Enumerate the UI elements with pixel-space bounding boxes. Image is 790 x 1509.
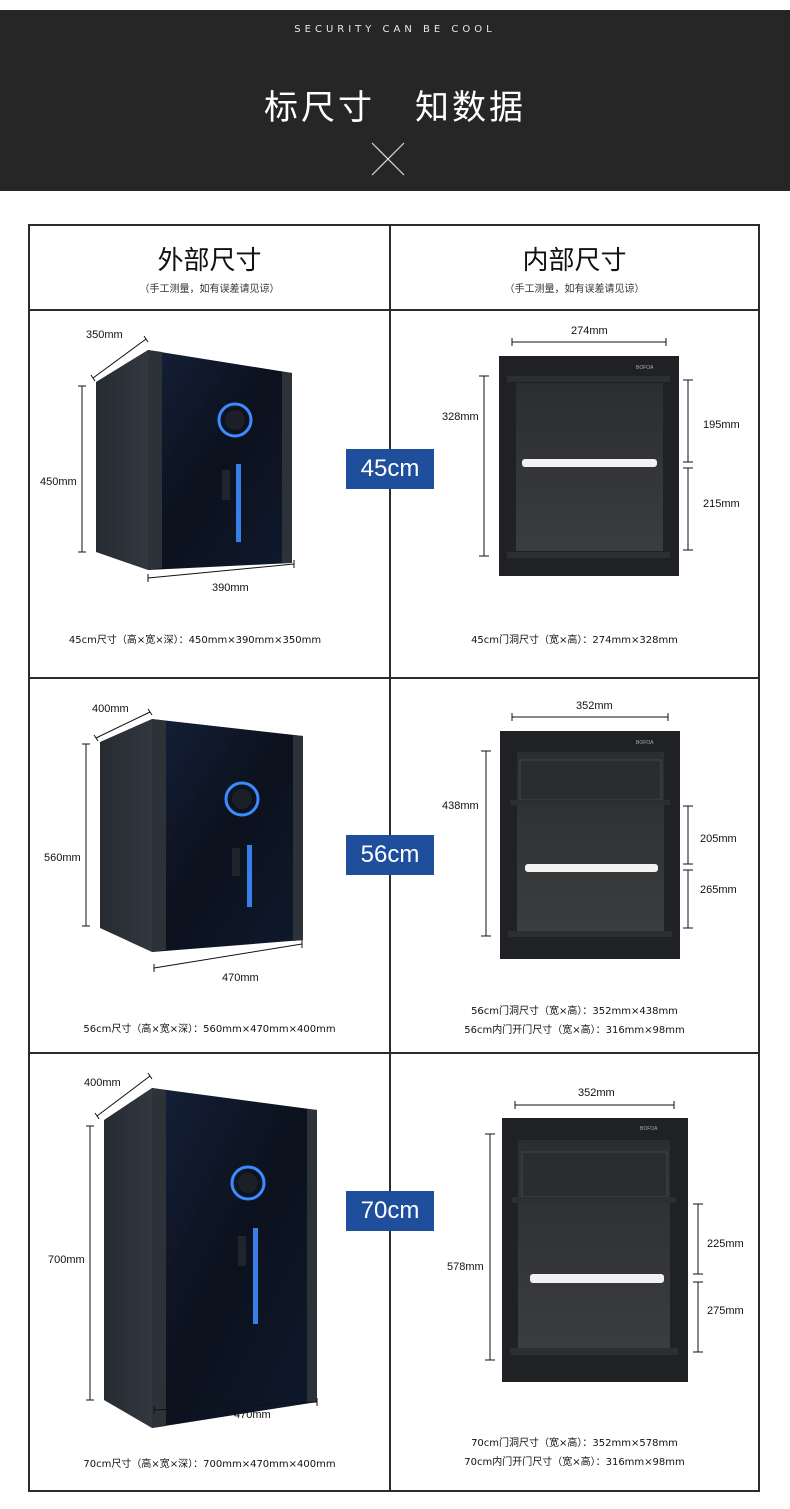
int-upper-label: 225mm — [707, 1238, 744, 1250]
headline-left: 标尺寸 — [264, 88, 375, 128]
dimension-table — [28, 224, 760, 1492]
int-spec-text: 45cm门洞尺寸（宽×高）：274mm×328mm — [471, 635, 678, 646]
int-height-label: 328mm — [442, 411, 479, 423]
cross-icon — [371, 142, 405, 176]
row-divider — [28, 309, 760, 311]
svg-text:BOFOA: BOFOA — [640, 1126, 658, 1132]
ext-spec-text: 56cm尺寸（高×宽×深）：560mm×470mm×400mm — [83, 1024, 336, 1035]
safe-interior-56: BOFOA — [481, 713, 693, 959]
int-inner-door-spec: 56cm内门开门尺寸（宽×高）：316mm×98mm — [464, 1025, 685, 1036]
row-divider — [28, 1052, 760, 1054]
ext-width-label: 390mm — [212, 582, 249, 594]
int-inner-door-spec: 70cm内门开门尺寸（宽×高）：316mm×98mm — [464, 1457, 685, 1468]
size-badge: 56cm — [346, 835, 434, 875]
interior-note: （手工测量，如有误差请见谅） — [504, 284, 645, 295]
safe-exterior-70 — [86, 1072, 318, 1428]
ext-height-label: 700mm — [48, 1254, 85, 1266]
safe-exterior-45 — [78, 335, 295, 582]
svg-text:BOFOA: BOFOA — [636, 365, 654, 371]
int-lower-label: 265mm — [700, 884, 737, 896]
int-height-label: 578mm — [447, 1261, 484, 1273]
ext-spec-text: 45cm尺寸（高×宽×深）：450mm×390mm×350mm — [68, 635, 322, 646]
safe-exterior-56 — [82, 708, 303, 972]
ext-height-label: 450mm — [40, 476, 77, 488]
int-width-label: 274mm — [571, 325, 608, 337]
ext-depth-label: 350mm — [86, 329, 123, 341]
int-width-label: 352mm — [578, 1087, 615, 1099]
int-height-label: 438mm — [442, 800, 479, 812]
int-upper-label: 205mm — [700, 833, 737, 845]
exterior-title: 外部尺寸 — [157, 246, 262, 276]
int-lower-label: 275mm — [707, 1305, 744, 1317]
ext-depth-label: 400mm — [92, 703, 129, 715]
ext-width-label: 470mm — [234, 1409, 271, 1421]
row-divider — [28, 677, 760, 679]
headline-right: 知数据 — [415, 88, 526, 128]
tagline: SECURITY CAN BE COOL — [294, 24, 496, 35]
interior-title: 内部尺寸 — [522, 246, 627, 276]
int-lower-label: 215mm — [703, 498, 740, 510]
int-upper-label: 195mm — [703, 419, 740, 431]
safe-interior-70: BOFOA — [485, 1101, 703, 1382]
svg-text:BOFOA: BOFOA — [636, 740, 654, 746]
header-banner: SECURITY CAN BE COOL 标尺寸知数据 — [0, 10, 790, 191]
exterior-note: （手工测量，如有误差请见谅） — [139, 284, 280, 295]
int-spec-text: 56cm门洞尺寸（宽×高）：352mm×438mm — [471, 1006, 678, 1017]
size-badge: 70cm — [346, 1191, 434, 1231]
ext-spec-text: 70cm尺寸（高×宽×深）：700mm×470mm×400mm — [83, 1459, 336, 1470]
int-spec-text: 70cm门洞尺寸（宽×高）：352mm×578mm — [471, 1438, 678, 1449]
ext-depth-label: 400mm — [84, 1077, 121, 1089]
ext-height-label: 560mm — [44, 852, 81, 864]
headline: 标尺寸知数据 — [0, 80, 790, 129]
int-width-label: 352mm — [576, 700, 613, 712]
ext-width-label: 470mm — [222, 972, 259, 984]
size-badge: 45cm — [346, 449, 434, 489]
safe-interior-45: BOFOA — [479, 338, 693, 576]
